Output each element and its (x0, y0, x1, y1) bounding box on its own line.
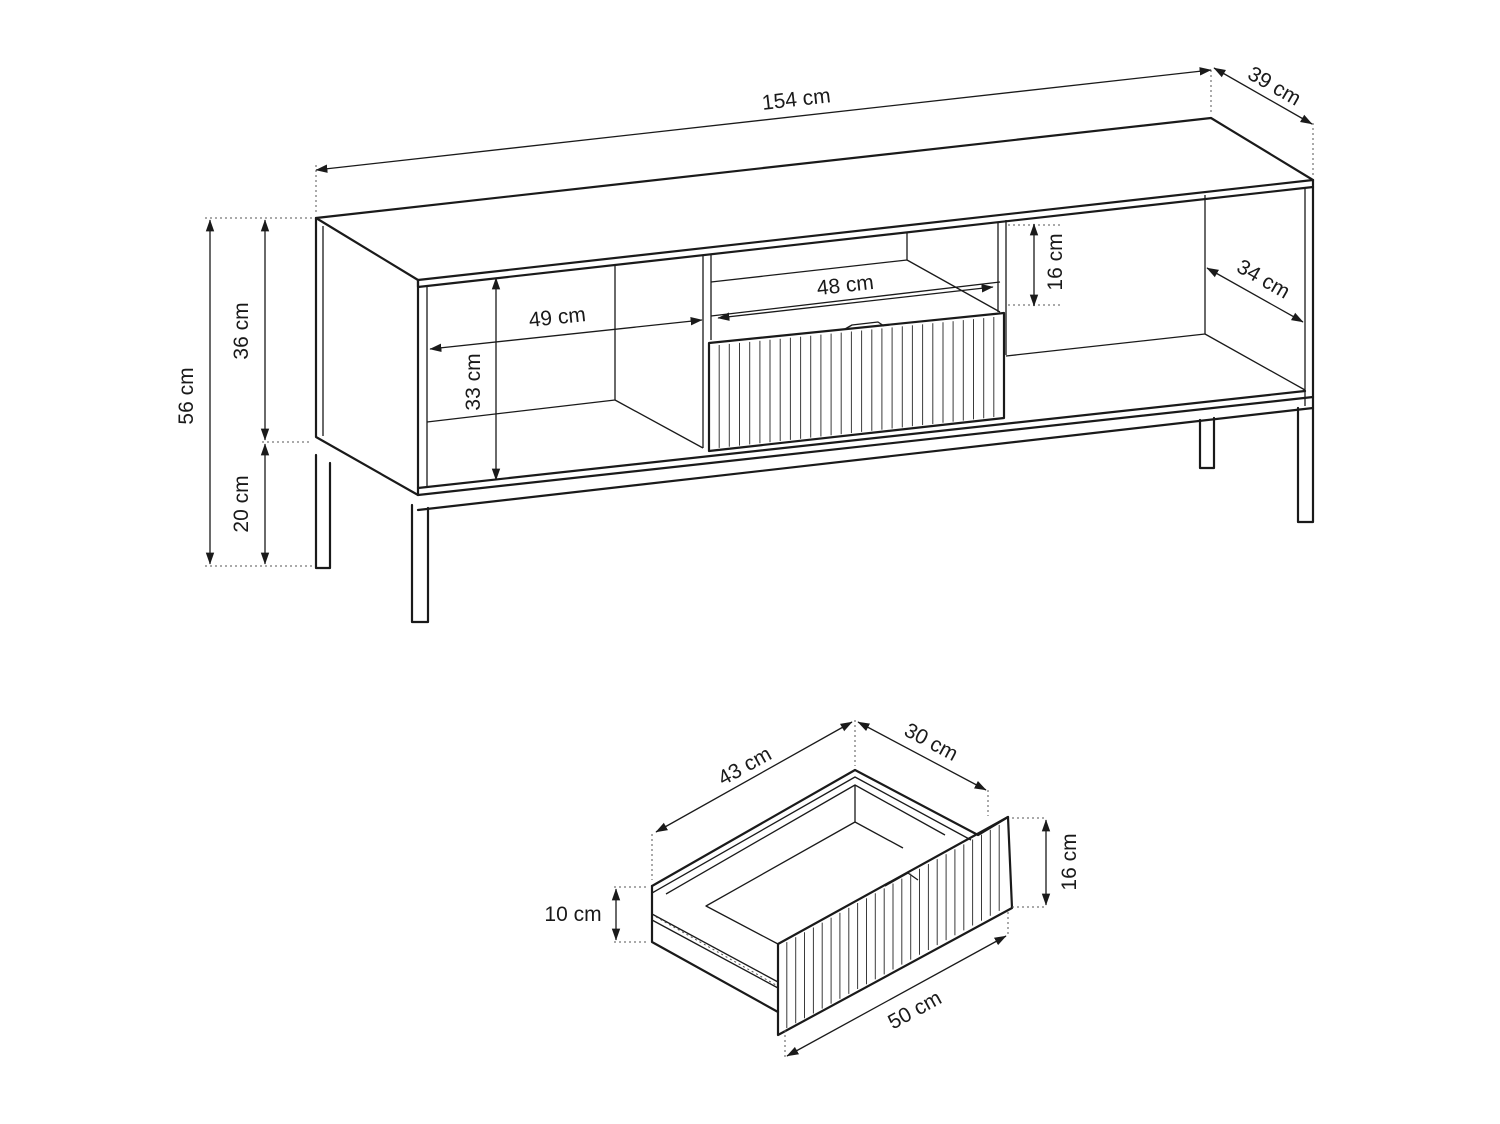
drawer-depth-dimension-line (655, 721, 853, 833)
inner-depth-dimension-line (1206, 267, 1304, 323)
label-drawer-side-height: 10 cm (544, 903, 601, 926)
drawer (650, 768, 1014, 1037)
cabinet-dimensions (205, 67, 1313, 565)
label-center-height: 16 cm (1044, 233, 1067, 290)
label-depth: 39 cm (1244, 62, 1305, 111)
label-drawer-depth: 43 cm (714, 742, 775, 790)
width-dimension-line (315, 67, 1212, 173)
cabinet-drawer-front (707, 311, 1006, 453)
cabinet-labels: 154 cm 39 cm 56 cm 36 cm 20 cm 49 cm 33 … (175, 62, 1305, 532)
cabinet-guides (205, 70, 1314, 567)
cabinet-legs (314, 404, 1315, 624)
drawer-front-panel (776, 815, 1014, 1037)
niche-width-dimension-line (429, 317, 703, 352)
label-niche-width: 49 cm (528, 303, 587, 332)
drawer-front-width-dimension-line (786, 935, 1007, 1057)
drawer-labels: 43 cm 30 cm 16 cm 10 cm 50 cm (544, 719, 1081, 1034)
drawer-guides (614, 720, 1046, 1058)
label-body-height: 36 cm (230, 302, 253, 359)
label-width: 154 cm (761, 84, 832, 115)
label-drawer-side-depth: 30 cm (900, 719, 961, 766)
label-center-width: 48 cm (816, 271, 875, 300)
label-inner-depth: 34 cm (1233, 255, 1294, 304)
center-width-dimension-line (717, 284, 994, 321)
label-drawer-front-width: 50 cm (884, 986, 945, 1034)
label-drawer-front-height: 16 cm (1058, 833, 1081, 890)
label-leg-height: 20 cm (230, 475, 253, 532)
label-total-height: 56 cm (175, 367, 198, 424)
drawer-dimensions (611, 721, 1051, 1057)
depth-dimension-line (1213, 67, 1313, 125)
drawer-side-depth-dimension-line (857, 721, 987, 791)
label-niche-height: 33 cm (462, 353, 485, 410)
